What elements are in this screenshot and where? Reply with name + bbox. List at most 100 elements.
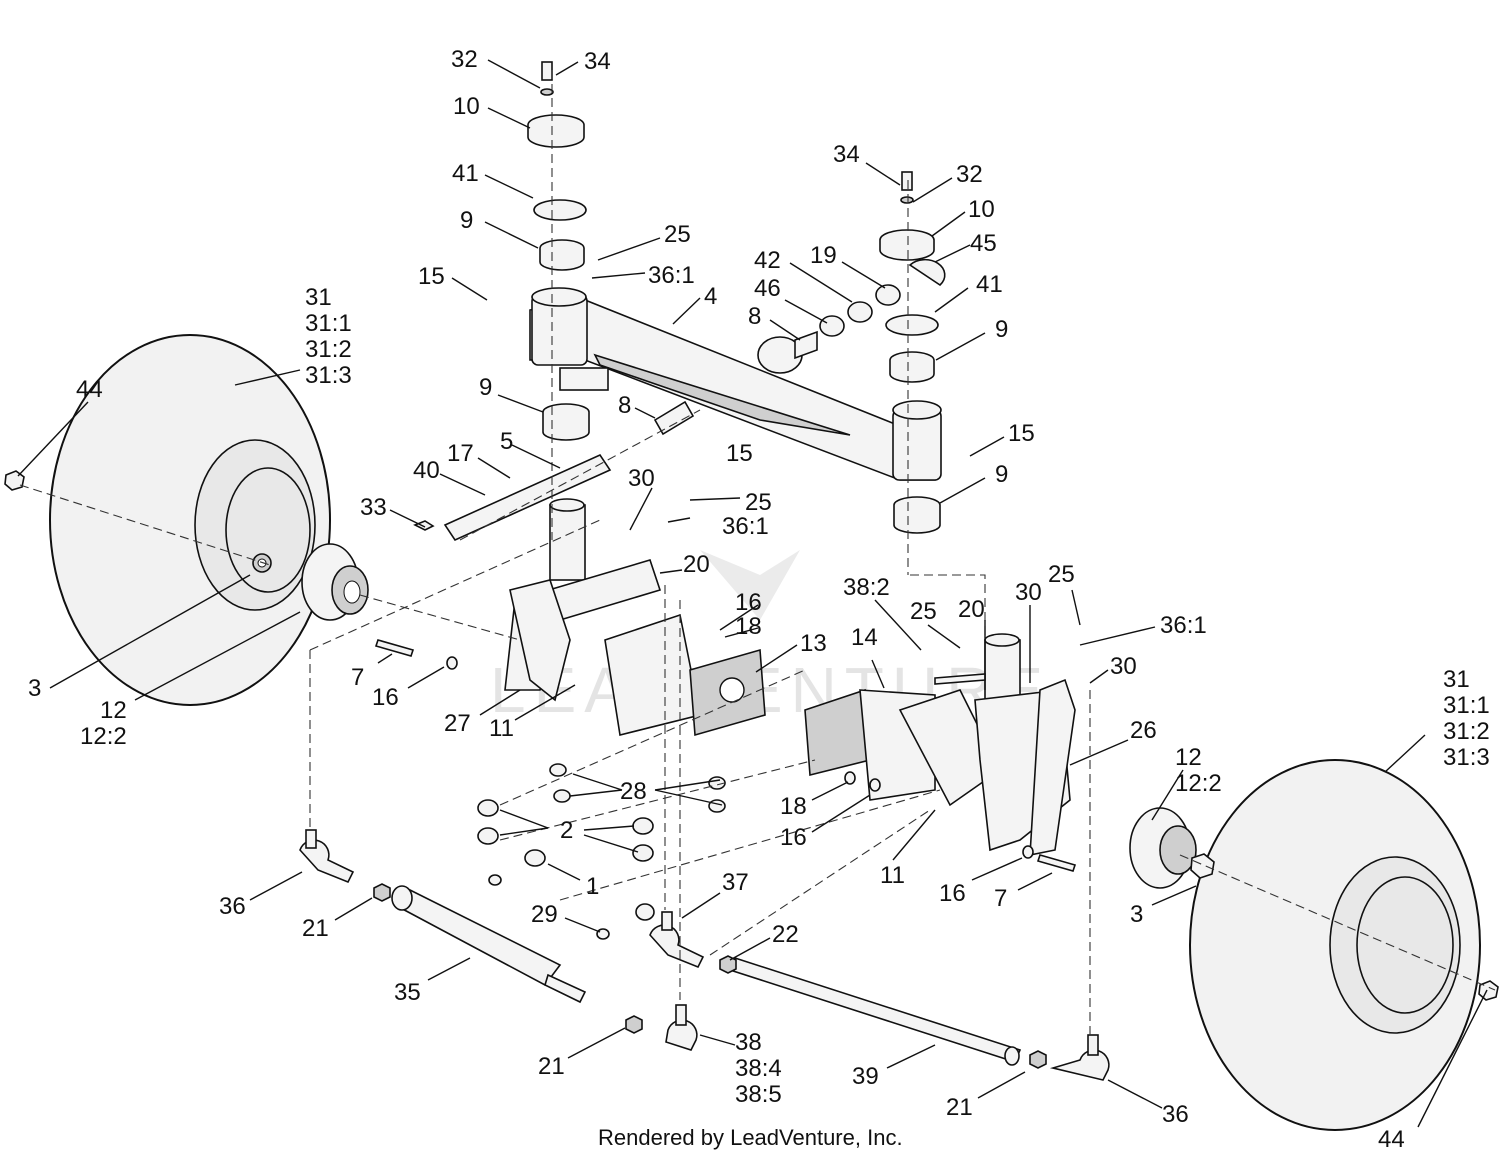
- kingpin-stack-left: [527, 61, 590, 441]
- callout-label: 18: [780, 793, 807, 820]
- callout-label: 32: [956, 161, 983, 188]
- callout-label: 31:3: [305, 362, 352, 389]
- callout-labels: 32 34 10 41 9 25 36:1 15 4 34 32 10 42 1…: [28, 46, 1490, 1153]
- kingpin-stack-right: [879, 171, 946, 534]
- callout-label: 44: [76, 376, 103, 403]
- callout-label: 1: [586, 873, 599, 900]
- callout-label: 15: [418, 263, 445, 290]
- callout-label: 15: [726, 440, 753, 467]
- callout-label: 14: [851, 624, 878, 651]
- tie-rod: [728, 957, 1022, 1066]
- callout-label: 7: [994, 885, 1007, 912]
- callout-label: 3: [1130, 901, 1143, 928]
- callout-label: 20: [958, 596, 985, 623]
- callout-label: 16: [735, 589, 762, 616]
- callout-label: 2: [560, 817, 573, 844]
- callout-label: 44: [1378, 1126, 1405, 1153]
- callout-label: 40: [413, 457, 440, 484]
- callout-label: 38:5: [735, 1081, 782, 1108]
- callout-label: 36: [1162, 1101, 1189, 1128]
- callout-label: 42: [754, 247, 781, 274]
- axle-beam: [529, 287, 942, 481]
- right-tire: [1189, 759, 1481, 1131]
- callout-label: 33: [360, 494, 387, 521]
- callout-label: 9: [995, 461, 1008, 488]
- right-hub: [1129, 807, 1215, 889]
- callout-label: 25: [745, 489, 772, 516]
- callout-label: 38: [735, 1029, 762, 1056]
- callout-label: 10: [453, 93, 480, 120]
- callout-label: 36:1: [722, 513, 769, 540]
- left-hub: [301, 543, 369, 621]
- callout-label: 36:1: [1160, 612, 1207, 639]
- callout-label: 16: [780, 824, 807, 851]
- callout-label: 38:4: [735, 1055, 782, 1082]
- callout-label: 18: [735, 613, 762, 640]
- callout-label: 9: [460, 207, 473, 234]
- callout-label: 22: [772, 921, 799, 948]
- callout-label: 8: [618, 392, 631, 419]
- callout-label: 46: [754, 275, 781, 302]
- callout-label: 30: [1110, 653, 1137, 680]
- callout-label: 37: [722, 869, 749, 896]
- callout-label: 36:1: [648, 262, 695, 289]
- callout-label: 29: [531, 901, 558, 928]
- callout-label: 30: [628, 465, 655, 492]
- callout-label: 30: [1015, 579, 1042, 606]
- callout-label: 45: [970, 230, 997, 257]
- jam-nuts: [373, 883, 1047, 1069]
- callout-label: 41: [976, 271, 1003, 298]
- centerlines: [19, 70, 1496, 1040]
- callout-label: 19: [810, 242, 837, 269]
- left-spindle: [443, 453, 662, 702]
- callout-label: 31:2: [305, 336, 352, 363]
- callout-label: 9: [479, 374, 492, 401]
- callout-label: 16: [372, 684, 399, 711]
- callout-label: 36: [219, 893, 246, 920]
- callout-label: 34: [833, 141, 860, 168]
- callout-label: 41: [452, 160, 479, 187]
- left-tire: [49, 334, 331, 706]
- callout-label: 3: [28, 675, 41, 702]
- callout-label: 34: [584, 48, 611, 75]
- pivot-bushings: [653, 284, 901, 436]
- callout-label: 12:2: [1175, 770, 1222, 797]
- callout-label: 9: [995, 316, 1008, 343]
- callout-label: 15: [1008, 420, 1035, 447]
- callout-label: 31: [1443, 666, 1470, 693]
- callout-label: 27: [444, 710, 471, 737]
- leader-lines: [17, 59, 1488, 1128]
- callout-label: 26: [1130, 717, 1157, 744]
- callout-label: 17: [447, 440, 474, 467]
- callout-label: 21: [946, 1094, 973, 1121]
- callout-label: 31:1: [1443, 692, 1490, 719]
- left-motor: [604, 613, 766, 737]
- lug-nut-left: [4, 470, 25, 491]
- footer-credit: Rendered by LeadVenture, Inc.: [598, 1125, 903, 1150]
- callout-label: 21: [302, 915, 329, 942]
- callout-label: 12: [1175, 744, 1202, 771]
- callout-label: 12:2: [80, 723, 127, 750]
- callout-label: 31:1: [305, 310, 352, 337]
- callout-label: 5: [500, 428, 513, 455]
- tie-rod-ends: [299, 829, 1110, 1081]
- callout-label: 8: [748, 303, 761, 330]
- fittings: [477, 763, 726, 940]
- callout-label: 12: [100, 697, 127, 724]
- callout-label: 10: [968, 196, 995, 223]
- callout-label: 38:2: [843, 574, 890, 601]
- callout-label: 21: [538, 1053, 565, 1080]
- callout-label: 16: [939, 880, 966, 907]
- callout-label: 31:2: [1443, 718, 1490, 745]
- callout-label: 25: [1048, 561, 1075, 588]
- right-spindle: [974, 633, 1076, 856]
- callout-label: 31:3: [1443, 744, 1490, 771]
- callout-label: 25: [910, 598, 937, 625]
- steering-cylinder: [391, 885, 587, 1004]
- callout-label: 4: [704, 283, 717, 310]
- callout-label: 11: [489, 715, 514, 742]
- callout-label: 35: [394, 979, 421, 1006]
- callout-label: 32: [451, 46, 478, 73]
- callout-label: 28: [620, 778, 647, 805]
